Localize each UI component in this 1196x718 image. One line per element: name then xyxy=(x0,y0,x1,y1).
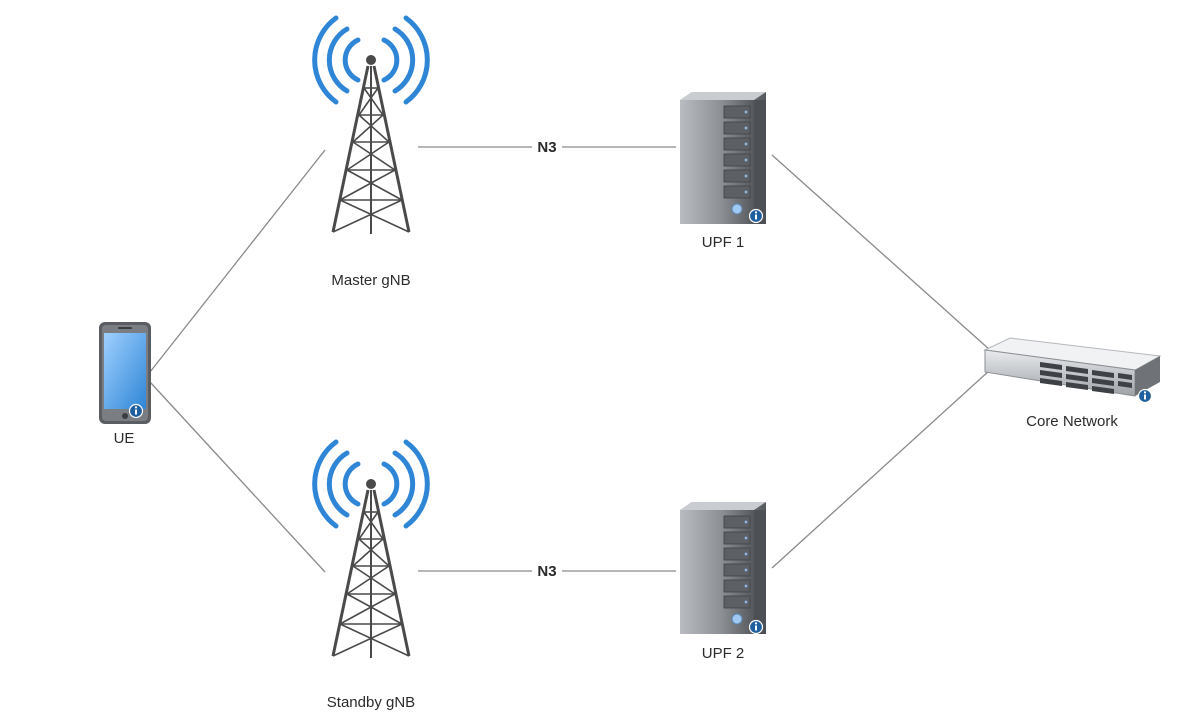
cell-tower-icon xyxy=(315,18,428,234)
smartphone-icon xyxy=(99,322,151,424)
link-ue-standby xyxy=(149,381,326,573)
info-badge-icon[interactable] xyxy=(748,619,764,635)
server-tower-icon xyxy=(679,501,767,635)
ue-label: UE xyxy=(114,430,135,447)
core-network-label: Core Network xyxy=(1026,413,1118,430)
core-network-node[interactable]: Core Network xyxy=(983,337,1162,430)
info-badge-icon[interactable] xyxy=(748,208,764,224)
upf1-label: UPF 1 xyxy=(702,234,745,251)
link-upf1-core xyxy=(771,154,991,351)
upf2-label: UPF 2 xyxy=(702,645,745,662)
ue-node[interactable]: UE xyxy=(99,322,151,447)
info-badge-icon[interactable] xyxy=(1137,388,1153,404)
upf2-node[interactable]: UPF 2 xyxy=(679,501,767,662)
edge-label-n3-bottom: N3 xyxy=(537,563,556,580)
standby-gnb-node[interactable]: Standby gNB xyxy=(315,442,428,711)
server-tower-icon xyxy=(679,91,767,225)
edge-label-n3-top: N3 xyxy=(537,139,556,156)
cell-tower-icon xyxy=(315,442,428,658)
rack-server-icon xyxy=(983,337,1162,404)
standby-gnb-label: Standby gNB xyxy=(327,694,415,711)
link-ue-master xyxy=(149,149,326,373)
upf1-node[interactable]: UPF 1 xyxy=(679,91,767,251)
master-gnb-label: Master gNB xyxy=(331,272,410,289)
info-badge-icon[interactable] xyxy=(128,403,144,419)
master-gnb-node[interactable]: Master gNB xyxy=(315,18,428,289)
link-upf2-core xyxy=(771,369,991,569)
